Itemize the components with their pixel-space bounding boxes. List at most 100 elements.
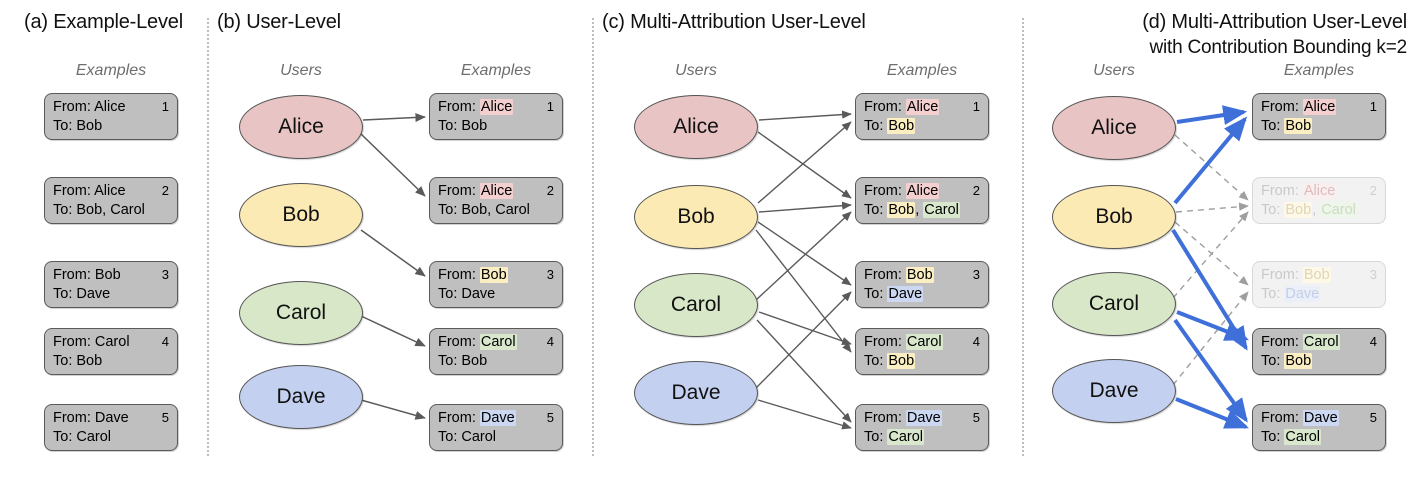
example-from-line: From: Dave <box>53 410 129 426</box>
user-node-label: Dave <box>1089 379 1139 402</box>
edge-carol-2 <box>755 211 852 301</box>
user-node-dave[interactable]: Dave <box>634 361 758 425</box>
example-from-line: From: Alice <box>53 183 126 199</box>
user-node-carol[interactable]: Carol <box>634 273 758 337</box>
example-index: 1 <box>161 99 169 114</box>
example-to-line: To: Bob <box>53 118 103 134</box>
edge-dave-5 <box>360 399 426 420</box>
example-box[interactable]: From: Alice To: Bob, Carol 2 <box>44 177 178 224</box>
example-from-line: From: Alice <box>864 183 940 199</box>
panel-b-title: (b) User-Level <box>217 11 341 33</box>
panel-c-edges <box>755 110 852 430</box>
example-box[interactable]: From: Bob To: Dave 3 <box>855 261 989 308</box>
example-box[interactable]: From: Bob To: Dave 3 <box>44 261 178 308</box>
example-box[interactable]: From: Alice To: Bob, Carol 2 <box>429 177 563 224</box>
example-index: 5 <box>161 410 169 425</box>
example-to-line: To: Dave <box>438 286 496 302</box>
user-node-carol[interactable]: Carol <box>1052 272 1176 336</box>
user-node-label: Carol <box>275 301 327 324</box>
panel-c-title: (c) Multi-Attribution User-Level <box>602 11 866 33</box>
example-index: 5 <box>972 410 980 425</box>
example-box[interactable]: From: Alice To: Bob 1 <box>1252 93 1386 140</box>
edge-dropped-carol-2 <box>1172 211 1249 299</box>
example-index: 2 <box>161 183 169 198</box>
edge-alice-2 <box>360 133 426 197</box>
user-node-label: Alice <box>1091 116 1137 139</box>
example-box[interactable]: From: Dave To: Carol 5 <box>1252 404 1386 451</box>
panel-b-examples-header: Examples <box>460 62 532 79</box>
example-box[interactable]: From: Carol To: Bob 4 <box>44 328 178 375</box>
example-box[interactable]: From: Dave To: Carol 5 <box>44 404 178 451</box>
example-box[interactable]: From: Alice To: Bob 1 <box>429 93 563 140</box>
example-to-line: To: Bob, Carol <box>438 202 530 218</box>
panel-user-level: (b) User-Level Users Examples Alice Bob … <box>207 0 592 492</box>
example-from-line: From: Alice <box>1261 183 1337 199</box>
example-from-line: From: Bob <box>864 267 934 283</box>
panel-a-examples-header: Examples <box>75 62 147 79</box>
example-box-dropped[interactable]: From: Alice To: Bob, Carol 2 <box>1252 177 1386 224</box>
example-from-line: From: Bob <box>1261 267 1331 283</box>
example-to-line: To: Dave <box>864 286 924 302</box>
user-node-alice[interactable]: Alice <box>1052 96 1176 160</box>
example-from-line: From: Carol <box>438 334 517 350</box>
user-node-bob[interactable]: Bob <box>1052 185 1176 249</box>
panel-d-edges <box>1171 105 1249 429</box>
panel-divider-cd <box>1022 18 1024 456</box>
edge-carol-4 <box>758 311 852 346</box>
example-index: 3 <box>546 267 554 282</box>
example-from-line: From: Alice <box>438 183 514 199</box>
example-to-line: To: Carol <box>438 429 497 445</box>
example-from-line: From: Alice <box>1261 99 1337 115</box>
example-index: 2 <box>546 183 554 198</box>
user-node-carol[interactable]: Carol <box>239 281 363 345</box>
edge-dropped-bob-2 <box>1175 202 1249 213</box>
user-node-dave[interactable]: Dave <box>1052 359 1176 423</box>
edge-kept-bob-1 <box>1173 116 1248 205</box>
user-node-dave[interactable]: Dave <box>239 365 363 429</box>
edge-dave-5 <box>757 399 852 430</box>
edge-alice-2 <box>757 131 852 199</box>
user-node-label: Carol <box>670 293 722 316</box>
user-node-alice[interactable]: Alice <box>634 95 758 159</box>
panel-b-users-header: Users <box>280 62 322 79</box>
user-node-label: Dave <box>671 381 721 404</box>
edge-bob-3 <box>360 229 426 277</box>
example-index: 4 <box>972 334 980 349</box>
example-box[interactable]: From: Alice To: Bob 1 <box>855 93 989 140</box>
panel-divider-ab <box>207 18 209 456</box>
example-box[interactable]: From: Alice To: Bob 1 <box>44 93 178 140</box>
example-box[interactable]: From: Carol To: Bob 4 <box>1252 328 1386 375</box>
example-to-line: To: Carol <box>53 429 112 445</box>
example-box-dropped[interactable]: From: Bob To: Dave 3 <box>1252 261 1386 308</box>
example-index: 4 <box>161 334 169 349</box>
user-node-label: Alice <box>673 115 719 138</box>
example-index: 2 <box>1369 183 1377 198</box>
edge-alice-1 <box>362 112 426 122</box>
example-from-line: From: Alice <box>438 99 514 115</box>
example-index: 3 <box>1369 267 1377 282</box>
user-node-bob[interactable]: Bob <box>634 185 758 249</box>
example-box[interactable]: From: Carol To: Bob 4 <box>855 328 989 375</box>
panel-multi-attribution: (c) Multi-Attribution User-Level Users E… <box>592 0 1022 492</box>
user-node-bob[interactable]: Bob <box>239 183 363 247</box>
example-box[interactable]: From: Bob To: Dave 3 <box>429 261 563 308</box>
panel-c-users-header: Users <box>675 62 717 79</box>
example-box[interactable]: From: Dave To: Carol 5 <box>429 404 563 451</box>
example-to-line: To: Carol <box>1261 429 1322 445</box>
example-to-line: To: Bob <box>1261 118 1313 134</box>
example-from-line: From: Bob <box>53 267 121 283</box>
example-box[interactable]: From: Carol To: Bob 4 <box>429 328 563 375</box>
panel-d-title-line1: (d) Multi-Attribution User-Level <box>1142 11 1407 33</box>
edge-kept-dave-5 <box>1175 397 1249 429</box>
panel-d-users-header: Users <box>1093 62 1135 79</box>
example-to-line: To: Bob <box>438 353 488 369</box>
user-node-alice[interactable]: Alice <box>239 95 363 159</box>
panel-example-level: (a) Example-Level Examples From: Alice T… <box>0 0 207 492</box>
example-from-line: From: Alice <box>864 99 940 115</box>
example-from-line: From: Carol <box>53 334 130 350</box>
example-index: 4 <box>546 334 554 349</box>
panel-a-title: (a) Example-Level <box>24 11 183 33</box>
user-node-label: Alice <box>278 115 324 138</box>
example-box[interactable]: From: Dave To: Carol 5 <box>855 404 989 451</box>
example-box[interactable]: From: Alice To: Bob, Carol 2 <box>855 177 989 224</box>
